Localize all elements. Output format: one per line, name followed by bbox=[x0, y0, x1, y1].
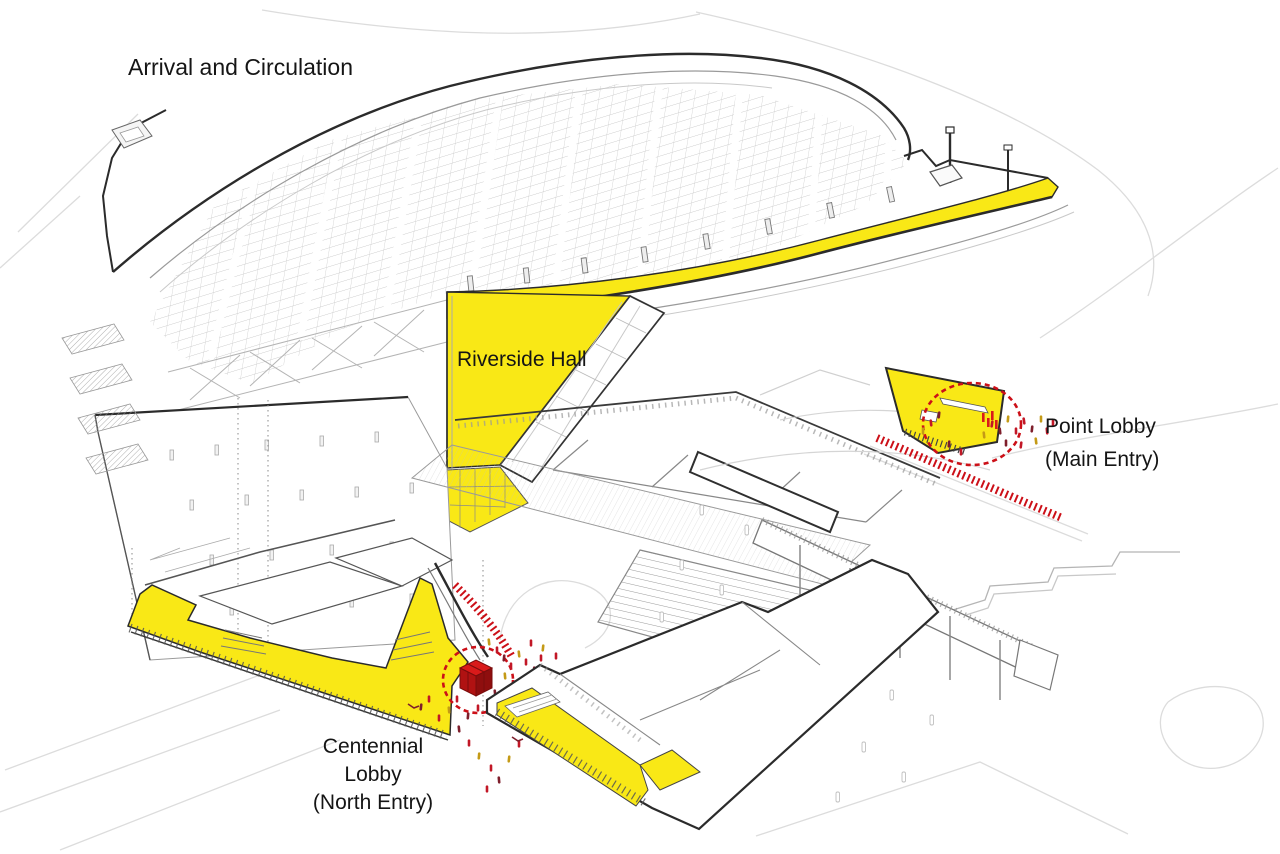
centennial-floor bbox=[127, 576, 469, 737]
hall-left-promontory bbox=[101, 109, 167, 273]
centennial-label-line3: (North Entry) bbox=[312, 791, 434, 814]
truss-band bbox=[167, 299, 448, 411]
north-entry-route bbox=[452, 582, 516, 659]
site-contour-lines bbox=[0, 9, 1279, 851]
facade-columns bbox=[466, 185, 896, 292]
south-colonnade bbox=[494, 708, 648, 807]
centennial-label-line2: Lobby bbox=[344, 763, 402, 786]
diagram-title: Arrival and Circulation bbox=[128, 54, 353, 80]
point-lobby-label: Point Lobby (Main Entry) bbox=[1045, 410, 1159, 476]
point-lobby-area[interactable] bbox=[875, 366, 1064, 522]
point-lobby-label-line1: Point Lobby bbox=[1045, 415, 1156, 438]
north-entry-circle bbox=[441, 645, 515, 715]
people-centennial bbox=[407, 638, 558, 793]
entry-queue-marks bbox=[982, 411, 998, 429]
riverside-hall-label: Riverside Hall bbox=[457, 348, 587, 371]
centennial-colonnade bbox=[128, 623, 449, 741]
centennial-lobby-area[interactable] bbox=[127, 519, 516, 741]
south-building bbox=[485, 558, 940, 831]
point-lobby-label-line2: (Main Entry) bbox=[1045, 448, 1160, 471]
entry-marker-cube bbox=[458, 659, 494, 697]
centennial-stair bbox=[390, 631, 435, 661]
south-escalator bbox=[504, 691, 561, 718]
centennial-label-line1: Centennial bbox=[322, 735, 424, 758]
zigzag-stair bbox=[61, 323, 149, 475]
centennial-lobby-label: Centennial Lobby (North Entry) bbox=[283, 733, 463, 817]
main-entry-circle bbox=[921, 381, 1023, 467]
hall-roof-edge bbox=[112, 52, 912, 273]
main-entry-route bbox=[875, 434, 1064, 522]
section-lines bbox=[131, 398, 484, 726]
